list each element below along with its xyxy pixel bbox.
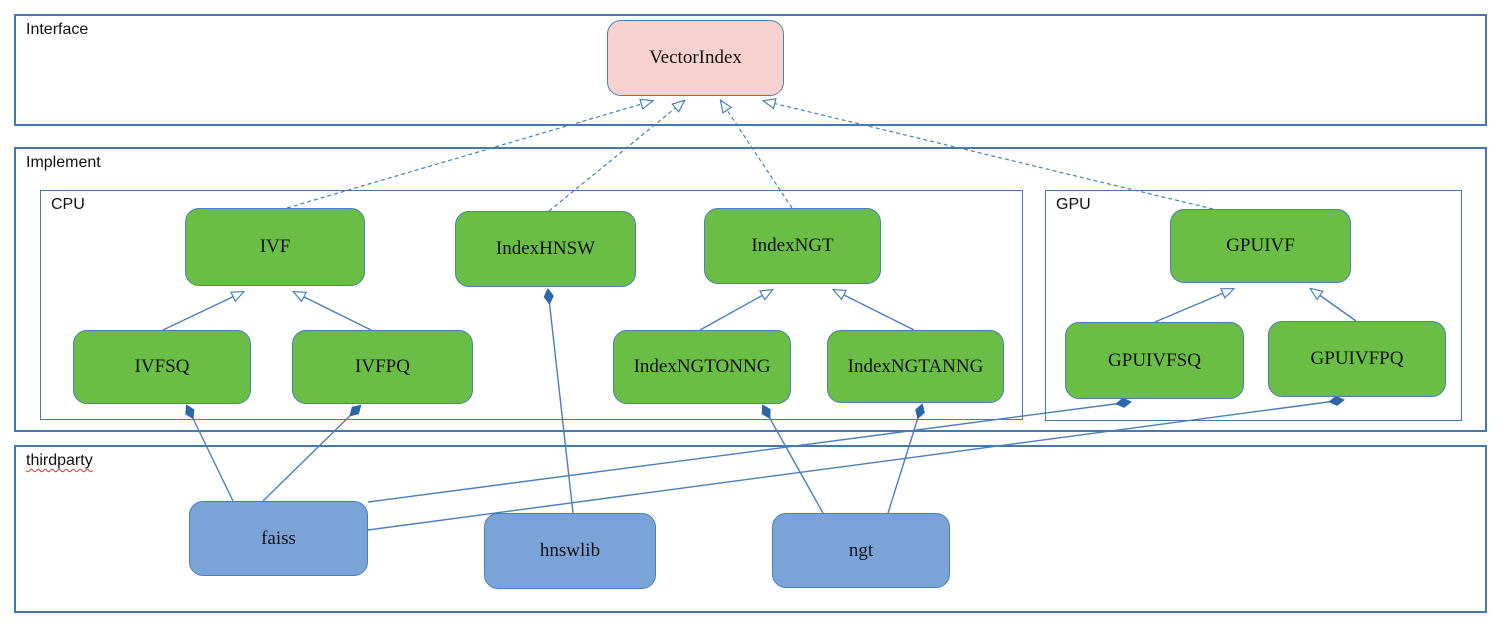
implement-layer-label: Implement	[26, 154, 101, 171]
node-ivfsq-label: IVFSQ	[134, 356, 190, 377]
node-ivfsq: IVFSQ	[73, 330, 251, 404]
node-gpuivf: GPUIVF	[1170, 209, 1351, 283]
node-ivf-label: IVF	[259, 236, 291, 257]
thirdparty-layer-label: thirdparty	[26, 452, 93, 469]
node-vectorindex: VectorIndex	[607, 20, 784, 96]
node-vectorindex-label: VectorIndex	[649, 47, 742, 68]
interface-layer-label: Interface	[26, 21, 89, 38]
node-hnswlib: hnswlib	[484, 513, 656, 589]
node-ivf: IVF	[185, 208, 365, 286]
node-gpuivfpq: GPUIVFPQ	[1268, 321, 1446, 397]
node-indexngtanng: IndexNGTANNG	[827, 330, 1004, 403]
node-ngt-label: ngt	[848, 539, 874, 561]
node-indexngtonng: IndexNGTONNG	[613, 330, 791, 404]
node-gpuivfpq-label: GPUIVFPQ	[1310, 348, 1404, 369]
node-indexngt-label: IndexNGT	[751, 235, 834, 256]
node-indexngt: IndexNGT	[704, 208, 881, 284]
node-indexngtanng-label: IndexNGTANNG	[847, 355, 984, 377]
node-ivfpq: IVFPQ	[292, 330, 473, 404]
node-indexhnsw: IndexHNSW	[455, 211, 636, 287]
node-gpuivf-label: GPUIVF	[1226, 235, 1295, 256]
node-hnswlib-label: hnswlib	[539, 540, 601, 561]
node-indexngtonng-label: IndexNGTONNG	[633, 356, 771, 377]
node-gpuivfsq: GPUIVFSQ	[1065, 322, 1244, 399]
node-faiss: faiss	[189, 501, 368, 576]
node-indexhnsw-label: IndexHNSW	[495, 238, 596, 259]
node-ngt: ngt	[772, 513, 950, 588]
node-faiss-label: faiss	[261, 527, 296, 549]
node-ivfpq-label: IVFPQ	[355, 356, 410, 377]
node-gpuivfsq-label: GPUIVFSQ	[1108, 349, 1201, 371]
gpu-group-label: GPU	[1056, 196, 1091, 213]
cpu-group-label: CPU	[51, 196, 85, 213]
